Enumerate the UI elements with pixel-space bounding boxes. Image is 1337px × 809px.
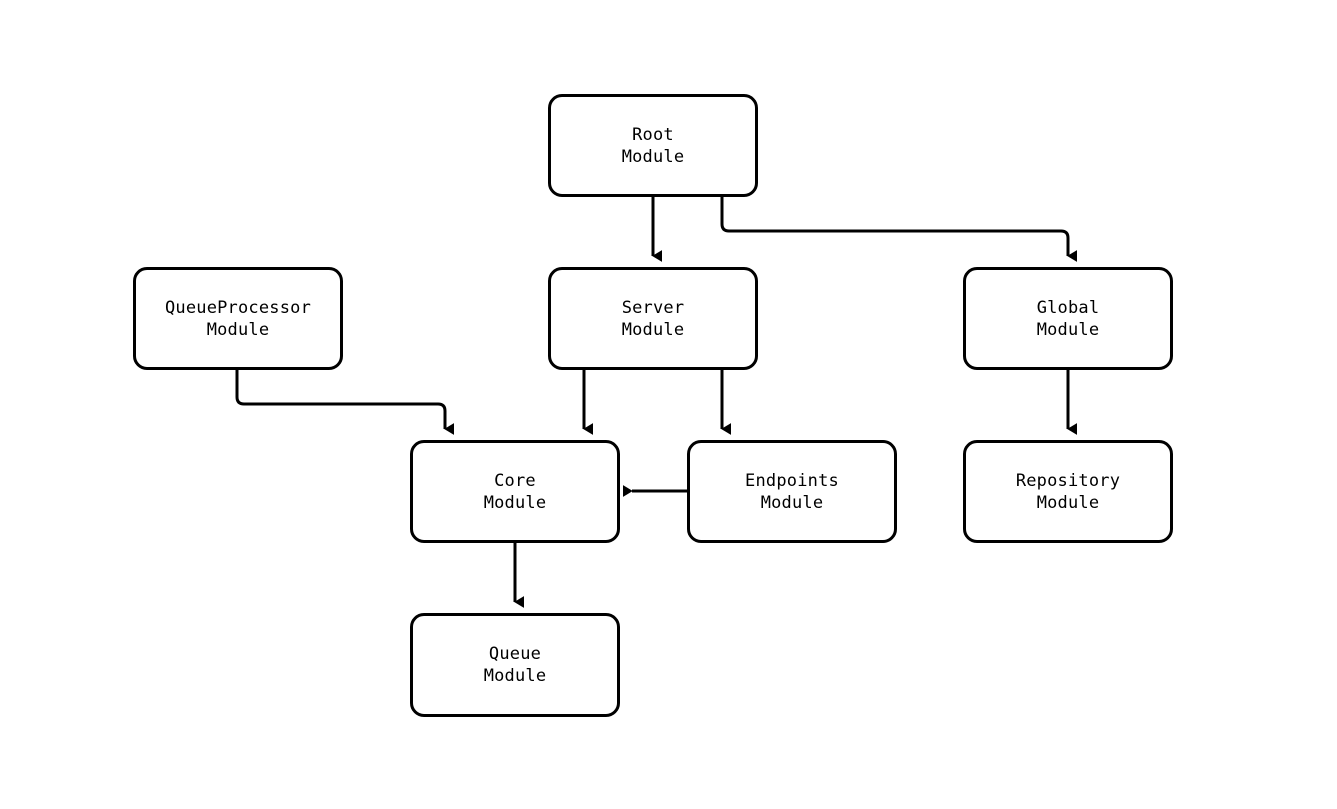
node-global-module-label-line1: Global <box>1036 297 1100 318</box>
node-queueprocessor-module-label-line1: QueueProcessor <box>164 297 312 318</box>
node-repository-module-label-line2: Module <box>1036 492 1100 513</box>
edge-queueprocessor-to-core <box>235 370 455 435</box>
node-endpoints-module[interactable]: Endpoints Module <box>687 440 897 543</box>
node-queue-module[interactable]: Queue Module <box>410 613 620 717</box>
node-global-module[interactable]: Global Module <box>963 267 1173 370</box>
node-server-module[interactable]: Server Module <box>548 267 758 370</box>
node-root-module-label-line2: Module <box>621 146 685 167</box>
node-core-module[interactable]: Core Module <box>410 440 620 543</box>
node-queueprocessor-module-label-line2: Module <box>206 319 270 340</box>
edge-root-to-global <box>720 197 1078 262</box>
node-server-module-label-line1: Server <box>621 297 685 318</box>
node-repository-module[interactable]: Repository Module <box>963 440 1173 543</box>
node-root-module-label-line1: Root <box>632 124 674 145</box>
node-repository-module-label-line1: Repository <box>1015 470 1121 491</box>
node-server-module-label-line2: Module <box>621 319 685 340</box>
node-queueprocessor-module[interactable]: QueueProcessor Module <box>133 267 343 370</box>
node-root-module[interactable]: Root Module <box>548 94 758 197</box>
node-endpoints-module-label-line2: Module <box>760 492 824 513</box>
node-global-module-label-line2: Module <box>1036 319 1100 340</box>
node-core-module-label-line2: Module <box>483 492 547 513</box>
node-queue-module-label-line2: Module <box>483 666 547 686</box>
node-endpoints-module-label-line1: Endpoints <box>745 470 839 491</box>
node-core-module-label-line1: Core <box>494 470 536 491</box>
node-queue-module-label-line1: Queue <box>488 644 542 664</box>
